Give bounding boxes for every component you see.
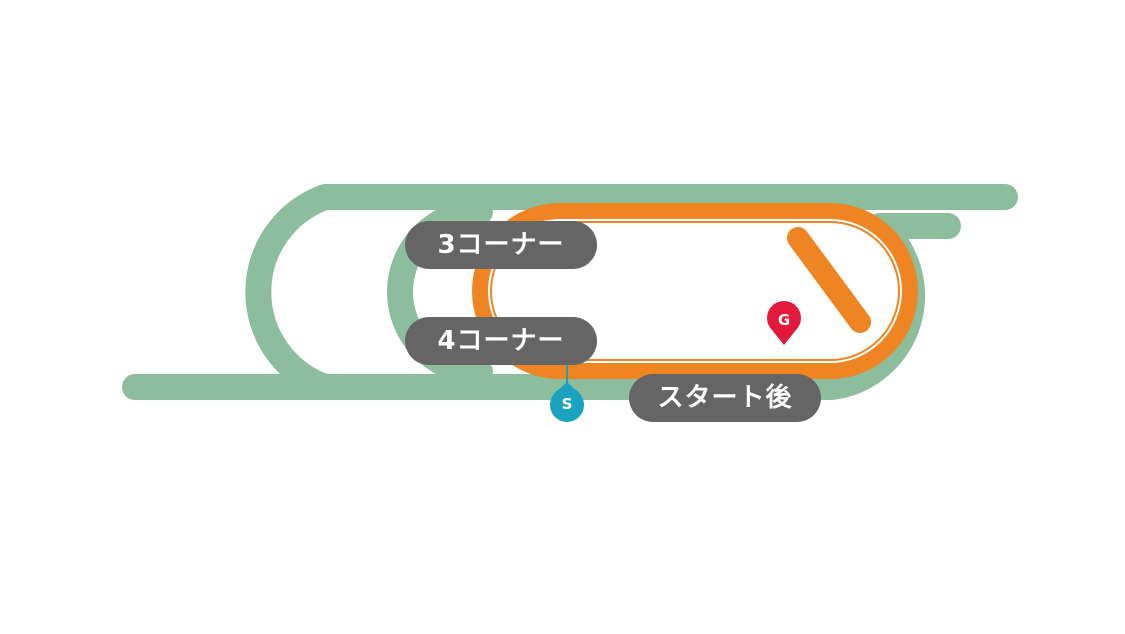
corner-4-label: 4コーナー bbox=[405, 317, 597, 365]
turf-outer-lane bbox=[245, 184, 1018, 400]
goal-marker: G bbox=[766, 300, 801, 345]
goal-marker-label: G bbox=[778, 311, 790, 329]
dirt-rail-outer bbox=[488, 219, 902, 363]
start-marker-label: S bbox=[562, 395, 573, 413]
dirt-oval bbox=[472, 203, 918, 379]
dirt-rail-inner bbox=[495, 226, 895, 356]
start-marker: S bbox=[550, 362, 584, 422]
after-start-label: スタート後 bbox=[629, 374, 821, 422]
dirt-diagonal-chute bbox=[787, 227, 871, 333]
corner-3-label: 3コーナー bbox=[405, 221, 597, 269]
